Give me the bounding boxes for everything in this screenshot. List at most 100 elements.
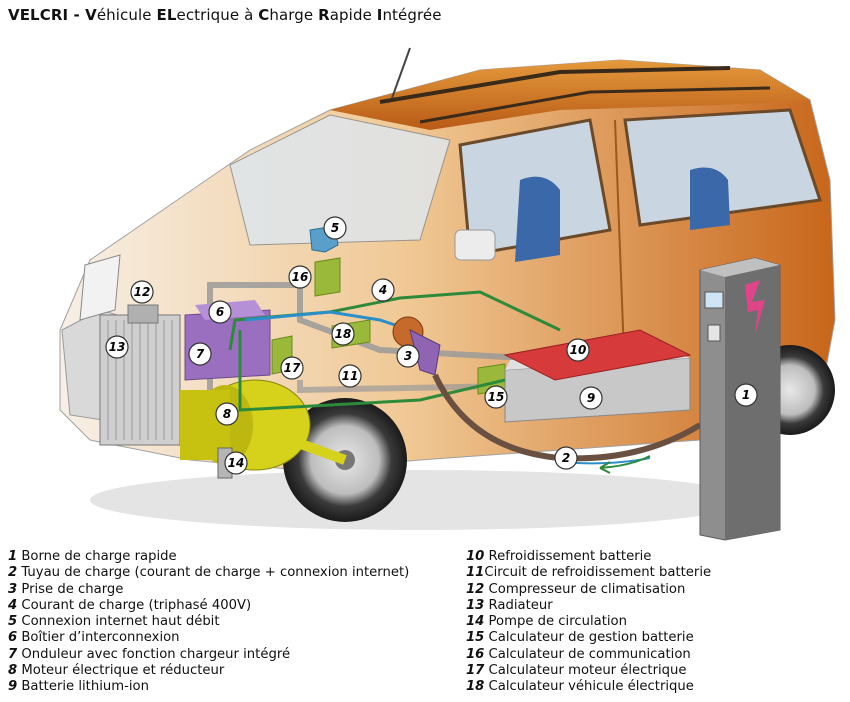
legend-text: Prise de charge <box>17 581 124 597</box>
legend-item: 11Circuit de refroidissement batterie <box>466 565 711 581</box>
callout-circle <box>215 402 239 426</box>
legend-item: 2 Tuyau de charge (courant de charge + c… <box>8 565 409 581</box>
callout-7: 7 <box>188 342 212 366</box>
callout-1: 1 <box>734 383 758 407</box>
callout-4: 4 <box>371 278 395 302</box>
callout-circle <box>280 356 304 380</box>
legend-item: 12 Compresseur de climatisation <box>466 582 711 598</box>
legend-number: 18 <box>466 679 485 695</box>
callout-5: 5 <box>323 216 347 240</box>
callout-number: 8 <box>223 407 231 421</box>
title-part: harge <box>269 6 319 24</box>
legend-text: Moteur électrique et réducteur <box>17 663 225 679</box>
callout-10: 10 <box>566 338 590 362</box>
legend-number: 8 <box>8 663 18 679</box>
legend-number: 4 <box>8 597 18 613</box>
callout-11: 11 <box>338 364 362 388</box>
legend-item: 8 Moteur électrique et réducteur <box>8 663 409 679</box>
callout-9: 9 <box>579 386 603 410</box>
legend-text: Circuit de refroidissement batterie <box>484 565 712 581</box>
legend-text: Calculateur de communication <box>484 646 691 662</box>
legend-text: Pompe de circulation <box>484 614 627 630</box>
callout-number: 11 <box>342 369 359 383</box>
title-part: ectrique à <box>176 6 259 24</box>
legend-number: 10 <box>466 549 485 564</box>
callout-6: 6 <box>208 300 232 324</box>
callout-8: 8 <box>215 402 239 426</box>
diagram-title: VELCRI - Véhicule ELectrique à Charge Ra… <box>8 6 442 24</box>
legend-text: Compresseur de climatisation <box>484 581 686 597</box>
callout-circle <box>323 216 347 240</box>
title-part: I <box>376 6 383 24</box>
callout-3: 3 <box>396 344 420 368</box>
callout-18: 18 <box>331 322 355 346</box>
legend-item: 3 Prise de charge <box>8 582 409 598</box>
legend-text: Connexion internet haut débit <box>17 614 220 630</box>
legend-text: Refroidissement batterie <box>484 549 652 564</box>
legend-number: 16 <box>466 646 485 662</box>
legend-item: 9 Batterie lithium-ion <box>8 679 409 695</box>
legend-number: 14 <box>466 614 485 630</box>
callout-number: 5 <box>331 221 339 235</box>
legend-item: 7 Onduleur avec fonction chargeur intégr… <box>8 647 409 663</box>
legend-number: 1 <box>8 549 18 564</box>
legend-number: 12 <box>466 581 485 597</box>
legend-item: 18 Calculateur véhicule électrique <box>466 679 711 695</box>
callout-16: 16 <box>288 265 312 289</box>
title-part: R <box>318 6 330 24</box>
legend-text: Onduleur avec fonction chargeur intégré <box>17 646 291 662</box>
callout-15: 15 <box>484 385 508 409</box>
callout-number: 1 <box>742 388 750 402</box>
legend-text: Courant de charge (triphasé 400V) <box>17 597 252 613</box>
legend-item: 13 Radiateur <box>466 598 711 614</box>
legend-item: 17 Calculateur moteur électrique <box>466 663 711 679</box>
title-part: V <box>85 6 97 24</box>
legend-text: Boîtier d’interconnexion <box>17 630 180 646</box>
callout-number: 16 <box>292 270 309 284</box>
callout-number: 6 <box>216 305 224 319</box>
callout-number: 3 <box>404 349 412 363</box>
legend-text: Tuyau de charge (courant de charge + con… <box>17 565 410 581</box>
callout-circle <box>208 300 232 324</box>
legend-text: Calculateur de gestion batterie <box>484 630 694 646</box>
legend-number: 17 <box>466 663 485 679</box>
legend-number: 3 <box>8 581 18 597</box>
callout-circle <box>188 342 212 366</box>
callout-circle <box>288 265 312 289</box>
callout-circle <box>579 386 603 410</box>
callout-number: 2 <box>562 451 570 465</box>
callout-number: 15 <box>488 390 505 404</box>
legend-number: 2 <box>8 565 18 581</box>
callout-circle <box>331 322 355 346</box>
callout-number: 13 <box>109 340 126 354</box>
callout-circle <box>566 338 590 362</box>
radiator <box>99 314 181 446</box>
legend-text: Batterie lithium-ion <box>17 679 149 695</box>
title-part: EL <box>156 6 177 24</box>
lightning-icon <box>745 280 765 335</box>
legend-item: 4 Courant de charge (triphasé 400V) <box>8 598 409 614</box>
callout-circle <box>554 446 578 470</box>
callout-circle <box>105 335 129 359</box>
callout-14: 14 <box>224 451 248 475</box>
callout-circle <box>734 383 758 407</box>
callout-number: 14 <box>228 456 245 470</box>
callout-circle <box>224 451 248 475</box>
legend-number: 9 <box>8 679 18 695</box>
legend-number: 6 <box>8 630 18 646</box>
legend-item: 6 Boîtier d’interconnexion <box>8 630 409 646</box>
ground-shadow <box>90 470 750 530</box>
callout-17: 17 <box>280 356 304 380</box>
battery-cooling <box>503 329 692 381</box>
callout-circle <box>371 278 395 302</box>
title-part: C <box>258 6 270 24</box>
legend-text: Calculateur véhicule électrique <box>484 679 694 695</box>
legend-item: 15 Calculateur de gestion batterie <box>466 630 711 646</box>
callout-2: 2 <box>554 446 578 470</box>
legend-text: Borne de charge rapide <box>17 549 177 564</box>
callout-number: 4 <box>378 283 387 297</box>
callout-number: 17 <box>284 361 301 375</box>
callout-13: 13 <box>105 335 129 359</box>
